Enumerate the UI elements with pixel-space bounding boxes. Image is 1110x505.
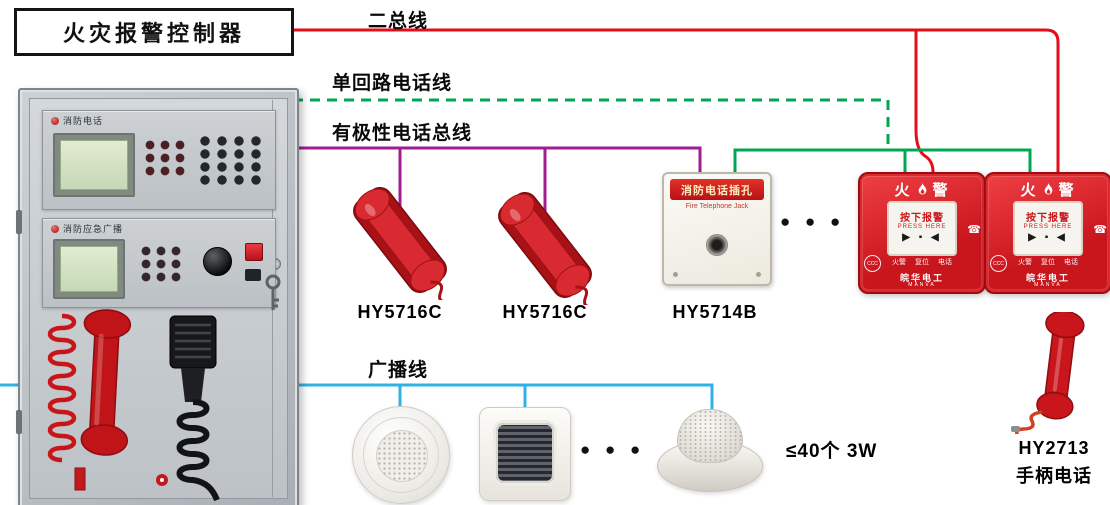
press-label-cn: 按下报警 (900, 213, 944, 224)
flame-icon (1044, 183, 1052, 195)
callpoint-title: 火 警 (860, 179, 984, 200)
label-handset-name: 手柄电话 (1016, 466, 1092, 486)
ccc-mark-icon: CCC (990, 255, 1007, 272)
fire-alarm-control-cabinet: 消防电话 消防应急广播 (16, 88, 299, 505)
microphone (169, 315, 220, 502)
jack-subtitle: Fire Telephone Jack (685, 203, 749, 210)
brand-en: MANVA (908, 282, 936, 289)
lcd-screen (60, 140, 128, 190)
callpoint-title: 火 警 (986, 179, 1110, 200)
keypad-buttons (139, 245, 184, 284)
handset-coiled-cord (1015, 410, 1043, 439)
module-label: 消防电话 (63, 116, 104, 126)
fire-telephone-jack-panel: 消防电话插孔 Fire Telephone Jack (662, 172, 772, 286)
screw-icon (673, 272, 678, 277)
press-arrows-icon: ▶ ▪ ◀ (1028, 232, 1068, 243)
cabinet-hinge (16, 410, 22, 434)
speaker-grille (376, 430, 428, 482)
ceiling-speaker-dome (656, 408, 764, 502)
callpoint-break-glass: 按下报警 PRESS HERE ▶ ▪ ◀ (1013, 201, 1083, 256)
jack-title-band: 消防电话插孔 (670, 179, 764, 200)
lcd-display (53, 133, 135, 197)
module-header: 消防应急广播 (51, 222, 123, 235)
fire-telephone-a (342, 178, 458, 304)
wire-two-bus (293, 28, 1060, 173)
ceiling-speaker-flat (352, 406, 450, 504)
mic-coiled-cord (176, 399, 220, 502)
label-phone-b-model: HY5716C (502, 302, 588, 322)
brand-logo-icon (51, 224, 59, 233)
wire-single-loop-phone-solid (733, 148, 1032, 172)
press-label-en: PRESS HERE (1023, 224, 1073, 230)
indicator-phone: 电话 (1064, 259, 1078, 266)
red-button (245, 243, 263, 261)
phone-icon: ☎ (967, 224, 981, 236)
press-label-cn: 按下报警 (1026, 213, 1070, 224)
dark-button (245, 269, 261, 281)
phone-icon: ☎ (1093, 224, 1107, 236)
label-phone-a-model: HY5716C (357, 302, 443, 322)
press-label-en: PRESS HERE (897, 224, 947, 230)
brand-plate (74, 467, 86, 491)
brand-logo-icon (51, 116, 59, 125)
label-polarized-phone-bus: 有极性电话总线 (332, 123, 473, 144)
wire-polarized-phone-bus (293, 146, 702, 217)
lcd-display (53, 239, 125, 299)
cabinet-hinge (16, 210, 22, 234)
speaker-grille (496, 423, 554, 483)
screw-icon (756, 272, 761, 277)
label-speaker-note: ≤40个 3W (786, 441, 878, 462)
ellipsis-more-speakers: ● ● ● (580, 440, 646, 459)
manual-call-point-b: 火 警 按下报警 PRESS HERE ▶ ▪ ◀ 火警 复位 电话 CCC ☎… (984, 172, 1110, 294)
indicator-fire: 火警 (1018, 259, 1032, 266)
indicator-reset: 复位 (1041, 259, 1055, 266)
callpoint-indicators: 火警 复位 电话 (860, 257, 984, 267)
title-box: 火灾报警控制器 (14, 8, 294, 56)
callpoint-brand: 皖华电工 MANVA (986, 273, 1110, 289)
indicator-phone: 电话 (938, 259, 952, 266)
module-header: 消防电话 (51, 114, 103, 127)
label-jack-model: HY5714B (672, 302, 758, 322)
brand-cn: 皖华电工 (899, 272, 944, 283)
key-icon (265, 274, 281, 310)
indicator-reset: 复位 (915, 259, 929, 266)
wall-speaker (479, 407, 571, 501)
fire-telephone-module: 消防电话 (42, 110, 276, 210)
diagram-title: 火灾报警控制器 (62, 21, 245, 46)
volume-knob (203, 247, 232, 276)
wire-single-loop-phone (293, 98, 890, 150)
label-single-loop-phone: 单回路电话线 (332, 73, 453, 94)
keypad-red-buttons (143, 139, 188, 178)
red-coiled-cord (47, 313, 77, 463)
press-arrows-icon: ▶ ▪ ◀ (902, 232, 942, 243)
flame-icon (918, 183, 926, 195)
callpoint-title-right: 警 (1058, 182, 1076, 199)
handheld-telephone (1008, 310, 1100, 439)
manual-call-point-a: 火 警 按下报警 PRESS HERE ▶ ▪ ◀ 火警 复位 电话 CCC ☎… (858, 172, 986, 294)
brand-en: MANVA (1034, 282, 1062, 289)
speaker-dome (677, 409, 743, 463)
keypad-black-buttons (197, 135, 265, 187)
callpoint-title-right: 警 (932, 182, 950, 199)
callpoint-title-left: 火 (1020, 182, 1038, 199)
callpoint-indicators: 火警 复位 电话 (986, 257, 1110, 267)
indicator-fire: 火警 (892, 259, 906, 266)
brand-cn: 皖华电工 (1025, 272, 1070, 283)
ellipsis-more-devices: ● ● ● (780, 212, 846, 231)
label-broadcast: 广播线 (368, 360, 429, 381)
phone-jack-socket (706, 234, 728, 256)
cabinet-lower-area (47, 309, 220, 502)
red-handset (80, 309, 132, 456)
label-handset-model: HY2713 (1018, 438, 1090, 458)
ccc-mark-icon: CCC (864, 255, 881, 272)
fire-telephone-b (487, 183, 603, 309)
callpoint-brand: 皖华电工 MANVA (860, 273, 984, 289)
callpoint-break-glass: 按下报警 PRESS HERE ▶ ▪ ◀ (887, 201, 957, 256)
callpoint-title-left: 火 (894, 182, 912, 199)
emergency-broadcast-module: 消防应急广播 (42, 218, 276, 308)
lcd-screen (60, 246, 118, 292)
label-two-bus: 二总线 (368, 11, 429, 32)
module-label: 消防应急广播 (63, 224, 124, 234)
